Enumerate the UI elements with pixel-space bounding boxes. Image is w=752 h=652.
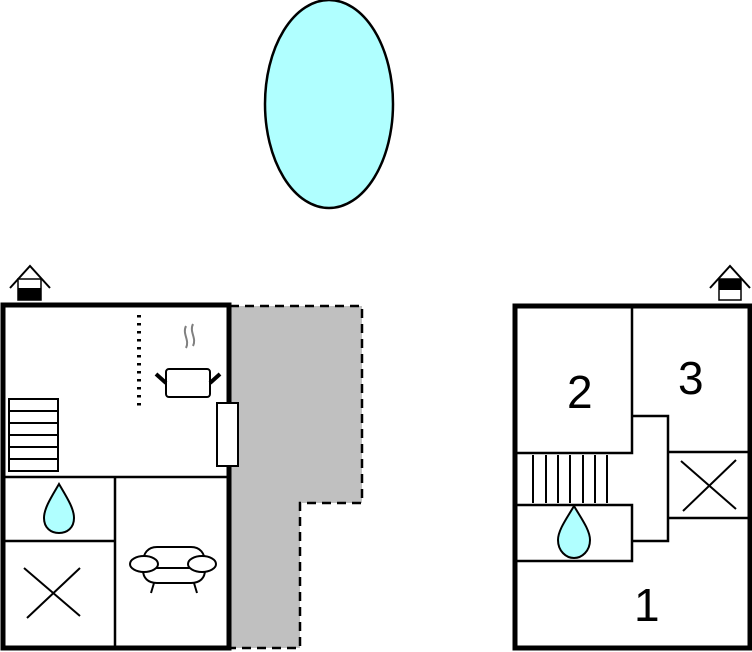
door-icon — [216, 402, 239, 467]
terrace-outline — [230, 304, 364, 650]
house-upper-floor-icon — [709, 264, 751, 301]
staircase-icon — [532, 455, 608, 503]
cooking-pot-icon — [154, 323, 222, 398]
terrace-area — [230, 306, 362, 648]
pool-icon — [263, 0, 395, 210]
house-ground-floor-icon — [9, 264, 51, 301]
sofa-icon — [129, 546, 217, 594]
cross-icon — [23, 567, 81, 619]
room-label-3: 3 — [678, 352, 704, 404]
cross-icon — [680, 459, 737, 512]
water-drop-icon — [556, 504, 592, 560]
staircase-icon — [8, 398, 59, 472]
water-drop-icon — [42, 482, 76, 535]
room-label-1: 1 — [634, 579, 660, 631]
room-label-2: 2 — [567, 366, 593, 418]
